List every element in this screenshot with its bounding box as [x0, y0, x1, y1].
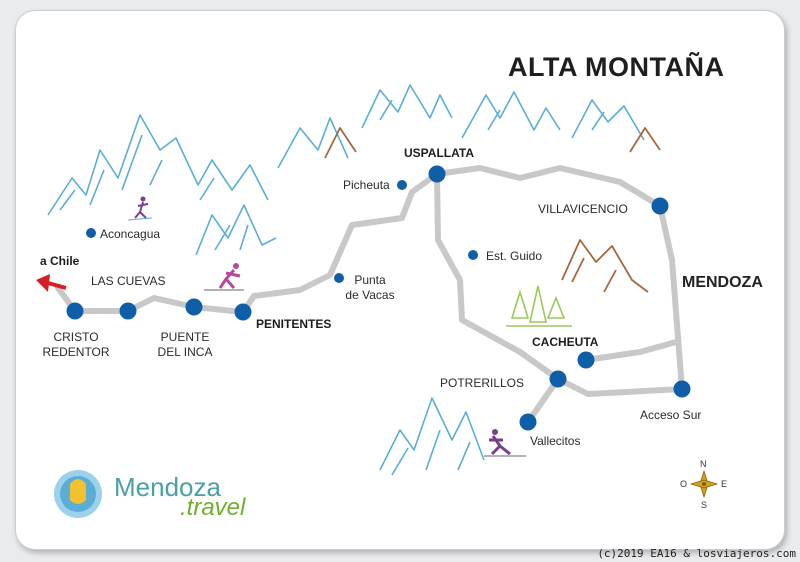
arrow-to-chile: [36, 274, 67, 292]
label-puente-del-inca: PUENTE DEL INCA: [150, 330, 220, 360]
label-cacheuta: CACHEUTA: [532, 335, 599, 349]
town-marker-potrerillos: [549, 370, 567, 388]
skier-icon: [204, 263, 244, 291]
label-punta-de-vacas: Punta de Vacas: [340, 273, 400, 303]
town-marker-puente: [185, 298, 203, 316]
mountain-brown: [324, 127, 661, 293]
label-picheuta: Picheuta: [343, 178, 390, 192]
label-potrerillos: POTRERILLOS: [440, 376, 525, 390]
mountain-range-south: [379, 397, 485, 476]
label-las-cuevas: LAS CUEVAS: [91, 274, 166, 288]
town-marker-est-guido: [468, 250, 478, 260]
road-network: [55, 165, 685, 425]
label-penitentes: PENITENTES: [256, 317, 332, 331]
brand-name: Mendoza: [114, 472, 221, 502]
mountain-range-north: [361, 84, 645, 141]
region-label-mendoza: MENDOZA: [682, 274, 763, 291]
label-uspallata: USPALLATA: [404, 146, 474, 160]
town-marker-cacheuta: [577, 351, 595, 369]
compass-north: N: [700, 459, 707, 469]
label-cristo-line2: REDENTOR: [42, 345, 110, 359]
map-title: ALTA MONTAÑA: [508, 52, 725, 82]
town-marker-cristo: [66, 302, 84, 320]
copyright-text: (c)2019 EA16 & losviajeros.com: [597, 547, 796, 560]
skier-icon: [484, 429, 526, 457]
mountain-range-west: [47, 114, 349, 256]
skier-icon: [127, 196, 153, 221]
town-marker-uspallata: [428, 165, 446, 183]
label-cristo-redentor: CRISTO REDENTOR: [36, 330, 116, 360]
label-est-guido: Est. Guido: [486, 249, 543, 263]
town-marker-acceso-sur: [673, 380, 691, 398]
label-cristo-line1: CRISTO: [53, 330, 99, 344]
town-markers: [66, 165, 691, 431]
town-marker-picheuta: [397, 180, 407, 190]
town-marker-aconcagua: [86, 228, 96, 238]
town-marker-penitentes: [234, 303, 252, 321]
label-punta-line1: Punta: [354, 273, 386, 287]
label-puente-line1: PUENTE: [160, 330, 210, 344]
label-acceso-sur: Acceso Sur: [640, 408, 702, 422]
town-marker-vallecitos: [519, 413, 537, 431]
compass-south: S: [701, 500, 708, 510]
town-marker-villavicencio: [651, 197, 669, 215]
town-marker-las-cuevas: [119, 302, 137, 320]
mendoza-travel-logo: [54, 470, 102, 518]
trees-icon: [506, 285, 572, 327]
label-puente-line2: DEL INCA: [157, 345, 213, 359]
town-marker-punta-vacas: [334, 273, 344, 283]
compass-rose-icon: [689, 469, 719, 499]
compass-west: O: [680, 479, 688, 489]
brand-suffix: .travel: [180, 494, 246, 521]
compass-east: E: [721, 479, 728, 489]
label-villavicencio: VILLAVICENCIO: [538, 202, 628, 216]
label-punta-line2: de Vacas: [345, 288, 395, 302]
label-a-chile: a Chile: [40, 254, 80, 268]
label-vallecitos: Vallecitos: [530, 434, 581, 448]
label-aconcagua: Aconcagua: [100, 227, 161, 241]
